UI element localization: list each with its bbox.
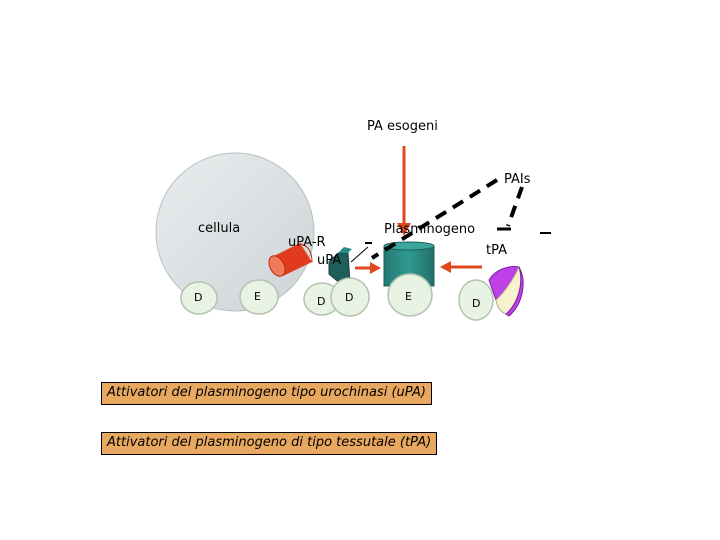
domain-e1-shape [239, 279, 279, 315]
domain-d1-shape [180, 281, 218, 315]
upa-pointer-line [350, 246, 369, 263]
domain-d3-shape [330, 277, 370, 317]
upa-receptor-shape [268, 243, 313, 277]
legend-upa: Attivatori del plasminogeno tipo urochin… [101, 382, 432, 405]
pa-esogeni-arrow [397, 146, 411, 236]
legend-tpa: Attivatori del plasminogeno di tipo tess… [101, 432, 438, 455]
domain-d2-label: D [317, 295, 326, 308]
upa-r-label: uPA-R [288, 235, 326, 250]
domain-d3-label: D [345, 291, 354, 304]
tpa-activation-arrow [440, 261, 482, 273]
cellula-label: cellula [198, 221, 241, 236]
domain-d1-label: D [194, 291, 203, 304]
plasminogeno-label: Plasminogeno [384, 222, 476, 237]
domain-e1-label: E [254, 290, 261, 303]
tpa-enzyme-shape [488, 265, 524, 317]
upa-label: uPA [317, 253, 342, 268]
pais-inhibition-lines [365, 178, 551, 260]
upa-enzyme-shape [328, 247, 352, 286]
domain-d4-label: D [472, 297, 481, 310]
domain-e2-shape [387, 273, 433, 317]
tpa-label: tPA [486, 243, 507, 258]
pa-esogeni-label: PA esogeni [367, 119, 438, 134]
upa-activation-arrow [355, 262, 381, 274]
domain-e2-label: E [405, 290, 412, 303]
pais-label: PAIs [504, 172, 531, 187]
domain-d4-shape [458, 279, 494, 321]
